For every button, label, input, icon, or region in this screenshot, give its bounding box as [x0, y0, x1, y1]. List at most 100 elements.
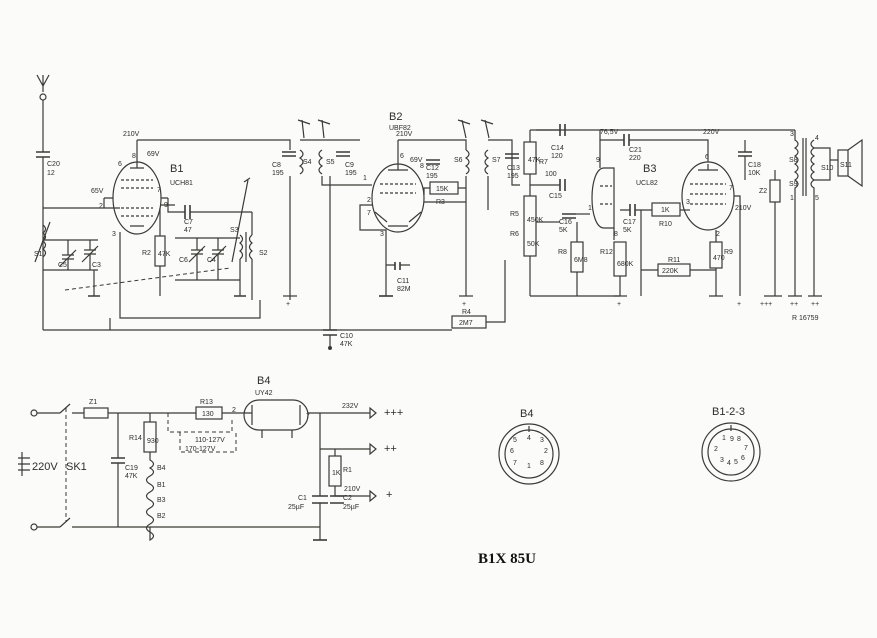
svg-text:6: 6	[705, 154, 709, 161]
c21-label: C21	[629, 147, 642, 154]
r9-value: 470	[713, 255, 725, 262]
z1-label: Z1	[89, 399, 97, 406]
svg-text:+: +	[286, 301, 290, 308]
c10-label: C10	[340, 333, 353, 340]
svg-text:8: 8	[132, 153, 136, 160]
c17-label: C17	[623, 219, 636, 226]
r1-label: R1	[343, 467, 352, 474]
c15-label: C15	[549, 193, 562, 200]
v110127: 110-127V	[195, 437, 225, 444]
b3-type: UCL82	[636, 180, 658, 187]
fuse-z1	[83, 407, 109, 419]
r5-value: 450K	[527, 217, 544, 224]
c2-label: C2	[343, 495, 352, 502]
r2-label: R2	[142, 250, 151, 257]
output-transformer	[793, 130, 816, 296]
b4-pin-8: 8	[540, 460, 544, 467]
c7-label: C7	[184, 219, 193, 226]
b4-pin-7: 7	[513, 460, 517, 467]
svg-text:+: +	[462, 301, 466, 308]
b123-pin-3: 3	[720, 457, 724, 464]
svg-text:1: 1	[588, 205, 592, 212]
r4-label: R4	[462, 309, 471, 316]
r4-value: 2M7	[459, 320, 473, 327]
c6-label: C6	[179, 257, 188, 264]
c5-label: C5	[58, 262, 67, 269]
b123-pin-4: 4	[727, 460, 731, 467]
top-supply-pp-a: ++	[790, 301, 798, 308]
c17-value: 5K	[623, 227, 632, 234]
c19-label: C19	[125, 465, 138, 472]
v210c: 210V	[735, 205, 752, 212]
r12-label: R12	[600, 249, 613, 256]
r10-value: 1K	[661, 207, 670, 214]
socket-b4	[498, 423, 560, 485]
svg-text:1: 1	[790, 195, 794, 202]
c20-value: 12	[47, 170, 55, 177]
c9-label: C9	[345, 162, 354, 169]
c19-value: 47K	[125, 473, 138, 480]
b123-pin-9: 9	[730, 436, 734, 443]
v170127: 170-127V	[185, 446, 216, 453]
c4-label: C4	[207, 257, 216, 264]
s9-label: S9	[789, 181, 798, 188]
svg-text:9: 9	[596, 157, 600, 164]
c10-value: 47K	[340, 341, 353, 348]
b4-type: UY42	[255, 390, 273, 397]
v69b: 69V	[410, 157, 423, 164]
resistor-r14	[143, 421, 157, 453]
b123-pin-2: 2	[714, 446, 718, 453]
r5-label: R5	[510, 211, 519, 218]
c2-value: 25µF	[343, 504, 359, 511]
r8-value: 6M8	[574, 257, 588, 264]
c11-value: 82M	[397, 286, 411, 293]
coil-s1	[34, 221, 51, 263]
r11-value: 220K	[662, 268, 679, 275]
speaker	[814, 138, 863, 188]
tube-b1	[103, 140, 175, 235]
c13-label: C13	[507, 165, 520, 172]
tube-b2	[360, 140, 425, 233]
svg-text:8: 8	[614, 231, 618, 238]
r6-label: R6	[510, 231, 519, 238]
v65: 65V	[91, 188, 104, 195]
svg-text:9: 9	[164, 202, 168, 209]
r13-label: R13	[200, 399, 213, 406]
s6-label: S6	[454, 157, 463, 164]
svg-text:7: 7	[157, 187, 161, 194]
heater-chain	[145, 452, 155, 542]
svg-text:6: 6	[400, 153, 404, 160]
s2-label: S2	[259, 250, 268, 257]
c14-value: 120	[551, 153, 563, 160]
b1-type: UCH81	[170, 180, 193, 187]
socket-b4-label: B4	[520, 408, 533, 420]
c1-value: 25µF	[288, 504, 304, 511]
c11-label: C11	[397, 278, 409, 285]
b2-type: UBF82	[389, 125, 411, 132]
resistor-r2	[154, 208, 166, 296]
if-transformer-1	[297, 119, 331, 175]
r2-value: 47K	[158, 251, 171, 258]
c8-label: C8	[272, 162, 281, 169]
c16-label: C16	[559, 219, 572, 226]
c1-label: C1	[298, 495, 307, 502]
v220: 220V	[703, 129, 720, 136]
c13-value: 195	[507, 173, 519, 180]
trimmer-c5	[59, 240, 77, 270]
resistor-r12	[613, 241, 627, 277]
s4-label: S4	[303, 159, 312, 166]
c18-label: C18	[748, 162, 761, 169]
heater-b2: B2	[157, 513, 166, 520]
b1-id: B1	[170, 163, 183, 175]
model-title: B1X 85U	[478, 551, 536, 567]
r6-value: 50K	[527, 241, 540, 248]
trimmer-c6	[188, 238, 206, 280]
s7-label: S7	[492, 157, 501, 164]
svg-text:+: +	[737, 301, 741, 308]
r10-label: R10	[659, 221, 672, 228]
c12-label: C12	[426, 165, 439, 172]
v69a: 69V	[147, 151, 160, 158]
b4-id: B4	[257, 375, 270, 387]
b4-pin-3: 3	[540, 437, 544, 444]
